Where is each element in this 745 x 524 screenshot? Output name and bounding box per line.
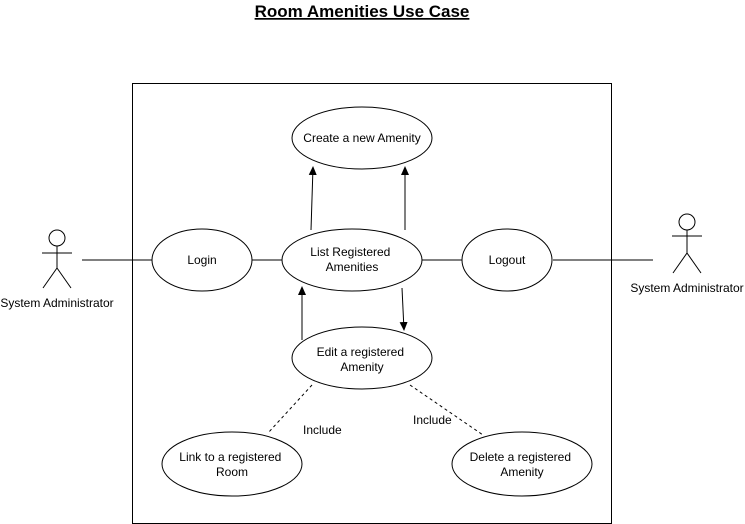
use-case-link-room-line-2: Room	[216, 465, 248, 479]
use-case-list-amenities-line-2: Amenities	[326, 260, 379, 274]
svg-text:Logout: Logout	[489, 253, 526, 267]
use-case-logout-text: Logout	[489, 253, 526, 267]
svg-text:List Registered Amenitie: List Registered Amenities	[310, 245, 393, 274]
arrow-list-to-edit	[399, 287, 408, 331]
include-edge-delete-amenity	[409, 384, 484, 436]
diagram-title: Room Amenities Use Case	[255, 2, 470, 21]
arrow-list-to-create-left	[308, 166, 317, 231]
stick-figure-icon	[672, 213, 702, 274]
actor-right: System Administrator	[630, 213, 744, 295]
use-case-list-amenities[interactable]: List Registered Amenities	[281, 228, 423, 292]
use-case-logout[interactable]: Logout	[461, 228, 553, 292]
actor-right-label: System Administrator	[630, 281, 743, 295]
use-case-delete-amenity[interactable]: Delete a registered Amenity	[451, 431, 593, 497]
use-case-link-room-line-1: Link to a registered	[179, 450, 281, 464]
use-case-edit-amenity-line-1: Edit a registered	[317, 345, 404, 359]
stick-figure-icon	[42, 229, 72, 289]
svg-text:Edit a registered Amenit: Edit a registered Amenity	[317, 345, 408, 374]
svg-text:Link to a registered Roo: Link to a registered Room	[179, 450, 284, 479]
include-label-delete-amenity: Include	[413, 413, 452, 427]
use-case-link-room[interactable]: Link to a registered Room	[161, 431, 303, 497]
use-case-create-amenity[interactable]: Create a new Amenity	[291, 106, 433, 170]
use-case-delete-amenity-line-1: Delete a registered	[470, 450, 571, 464]
actor-left-label: System Administrator	[0, 296, 113, 310]
svg-text:Create a new Amenity: Create a new Amenity	[303, 131, 420, 145]
actor-left: System Administrator	[0, 229, 114, 310]
svg-text:Delete a registered Amen: Delete a registered Amenity	[470, 450, 575, 479]
use-case-login[interactable]: Login	[151, 228, 253, 292]
use-case-edit-amenity[interactable]: Edit a registered Amenity	[291, 326, 433, 390]
include-edge-link-room	[267, 384, 313, 434]
use-case-login-text: Login	[187, 253, 216, 267]
svg-text:Login: Login	[187, 253, 216, 267]
use-case-create-amenity-text: Create a new Amenity	[303, 131, 420, 145]
include-label-link-room: Include	[303, 423, 342, 437]
use-case-list-amenities-line-1: List Registered	[310, 245, 390, 259]
use-case-delete-amenity-line-2: Amenity	[500, 465, 543, 479]
use-case-edit-amenity-line-2: Amenity	[340, 360, 383, 374]
